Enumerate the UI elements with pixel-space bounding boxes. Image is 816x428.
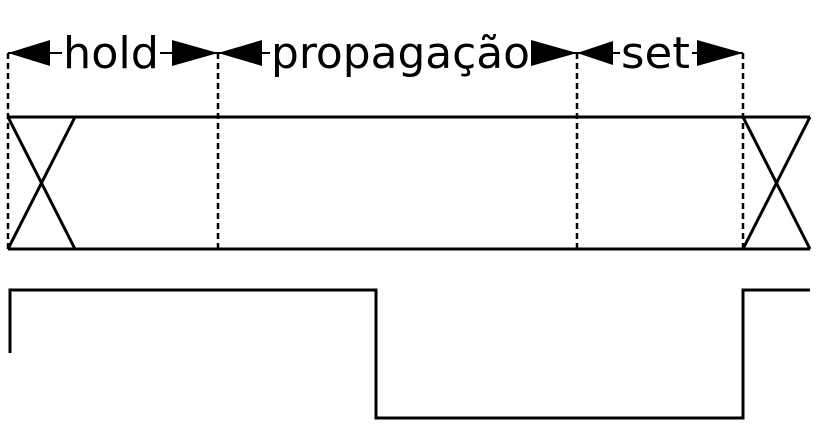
clock-signal	[8, 288, 810, 420]
data-bus-signal	[6, 115, 812, 251]
bus-transition-right	[741, 116, 812, 250]
hold-label: hold	[63, 28, 159, 79]
propagation-label: propagação	[271, 28, 530, 79]
set-label: set	[621, 28, 690, 79]
bus-transition-left	[6, 116, 77, 250]
arrowhead-left-icon	[218, 40, 262, 66]
arrowheads	[8, 40, 743, 66]
arrowhead-left-icon	[8, 40, 50, 66]
arrowhead-right-icon	[172, 40, 218, 66]
arrowhead-right-icon	[697, 40, 743, 66]
guide-lines	[6, 53, 745, 249]
arrowhead-left-icon	[577, 41, 613, 65]
arrowhead-right-icon	[531, 40, 577, 66]
